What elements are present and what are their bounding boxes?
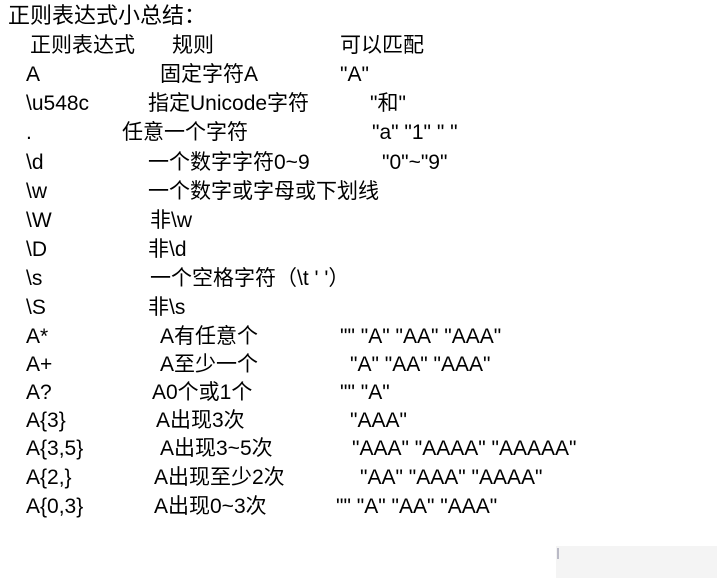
cell-rule: 非\d — [148, 238, 187, 261]
cell-rule: 一个数字或字母或下划线 — [148, 180, 379, 203]
cell-pattern: A{3,5} — [26, 437, 84, 460]
cell-pattern: \W — [26, 209, 52, 232]
cell-pattern: A{0,3} — [26, 495, 84, 518]
table-row: \u548c 指定Unicode字符 "和" — [0, 89, 717, 118]
cell-rule: A出现3~5次 — [160, 437, 273, 460]
cell-rule: A出现至少2次 — [154, 466, 285, 489]
table-row: A+ A至少一个 "A" "AA" "AAA" — [0, 350, 717, 379]
cell-rule: 任意一个字符 — [122, 121, 248, 144]
cell-match: "" "A" "AA" "AAA" — [340, 325, 502, 348]
cell-rule: 固定字符A — [160, 63, 259, 86]
cell-match: "a" "1" " " — [372, 121, 458, 144]
cell-match: "AA" "AAA" "AAAA" — [360, 466, 543, 489]
cell-pattern: \d — [26, 151, 44, 174]
cell-match: "AAA" — [350, 409, 407, 432]
cell-match: 可以匹配 — [340, 34, 424, 57]
table-row: \s 一个空格字符（\t ' '） — [0, 264, 717, 293]
cell-rule: A有任意个 — [160, 325, 259, 348]
cell-pattern: \D — [26, 238, 47, 261]
cell-pattern: \u548c — [26, 92, 90, 115]
table-row: A{0,3} A出现0~3次 "" "A" "AA" "AAA" — [0, 492, 717, 521]
table-row: \S 非\s — [0, 293, 717, 322]
cell-rule: 一个数字字符0~9 — [148, 151, 310, 174]
cell-pattern: A* — [26, 325, 49, 348]
cell-match: "和" — [370, 92, 406, 115]
cell-pattern: \w — [26, 180, 47, 203]
cell-match: "AAA" "AAAA" "AAAAA" — [352, 437, 577, 460]
cell-rule: A0个或1个 — [152, 381, 253, 404]
table-row: \W 非\w — [0, 206, 717, 235]
cell-pattern: \S — [26, 296, 46, 319]
cell-pattern: \s — [26, 267, 43, 290]
cell-match: "0"~"9" — [382, 151, 448, 174]
cell-rule: 非\w — [150, 209, 192, 232]
table-row: \d 一个数字字符0~9 "0"~"9" — [0, 148, 717, 177]
cell-match: "A" — [340, 63, 369, 86]
table-row: A{3,5} A出现3~5次 "AAA" "AAAA" "AAAAA" — [0, 434, 717, 463]
cell-pattern: A{2,} — [26, 466, 72, 489]
cell-pattern: A — [26, 63, 41, 86]
cell-pattern: . — [26, 121, 32, 144]
cell-pattern: A{3} — [26, 409, 66, 432]
cell-rule: A出现0~3次 — [154, 495, 267, 518]
cell-rule: A至少一个 — [160, 353, 259, 376]
cell-pattern: 正则表达式 — [30, 34, 135, 57]
cell-rule: 非\s — [148, 296, 186, 319]
table-row: A 固定字符A "A" — [0, 60, 717, 89]
table-row: \D 非\d — [0, 235, 717, 264]
table-row: A* A有任意个 "" "A" "AA" "AAA" — [0, 322, 717, 351]
page-title: 正则表达式小总结： — [8, 3, 207, 28]
cell-rule: 指定Unicode字符 — [148, 92, 310, 115]
table-row: A{2,} A出现至少2次 "AA" "AAA" "AAAA" — [0, 463, 717, 492]
table-row: A{3} A出现3次 "AAA" — [0, 406, 717, 435]
table-header-row: 正则表达式 规则 可以匹配 — [0, 31, 717, 60]
cell-pattern: A? — [26, 381, 52, 404]
cell-rule: 一个空格字符（\t ' '） — [150, 267, 350, 290]
table-row: . 任意一个字符 "a" "1" " " — [0, 118, 717, 147]
cell-rule: 规则 — [172, 34, 214, 57]
cell-match: "A" "AA" "AAA" — [350, 353, 491, 376]
table-row: \w 一个数字或字母或下划线 — [0, 177, 717, 206]
cell-rule: A出现3次 — [156, 409, 245, 432]
cell-match: "" "A" "AA" "AAA" — [336, 495, 498, 518]
cell-match: "" "A" — [340, 381, 390, 404]
table-row: A? A0个或1个 "" "A" — [0, 378, 717, 407]
cell-pattern: A+ — [26, 353, 53, 376]
text-cursor-artifact — [557, 548, 559, 559]
